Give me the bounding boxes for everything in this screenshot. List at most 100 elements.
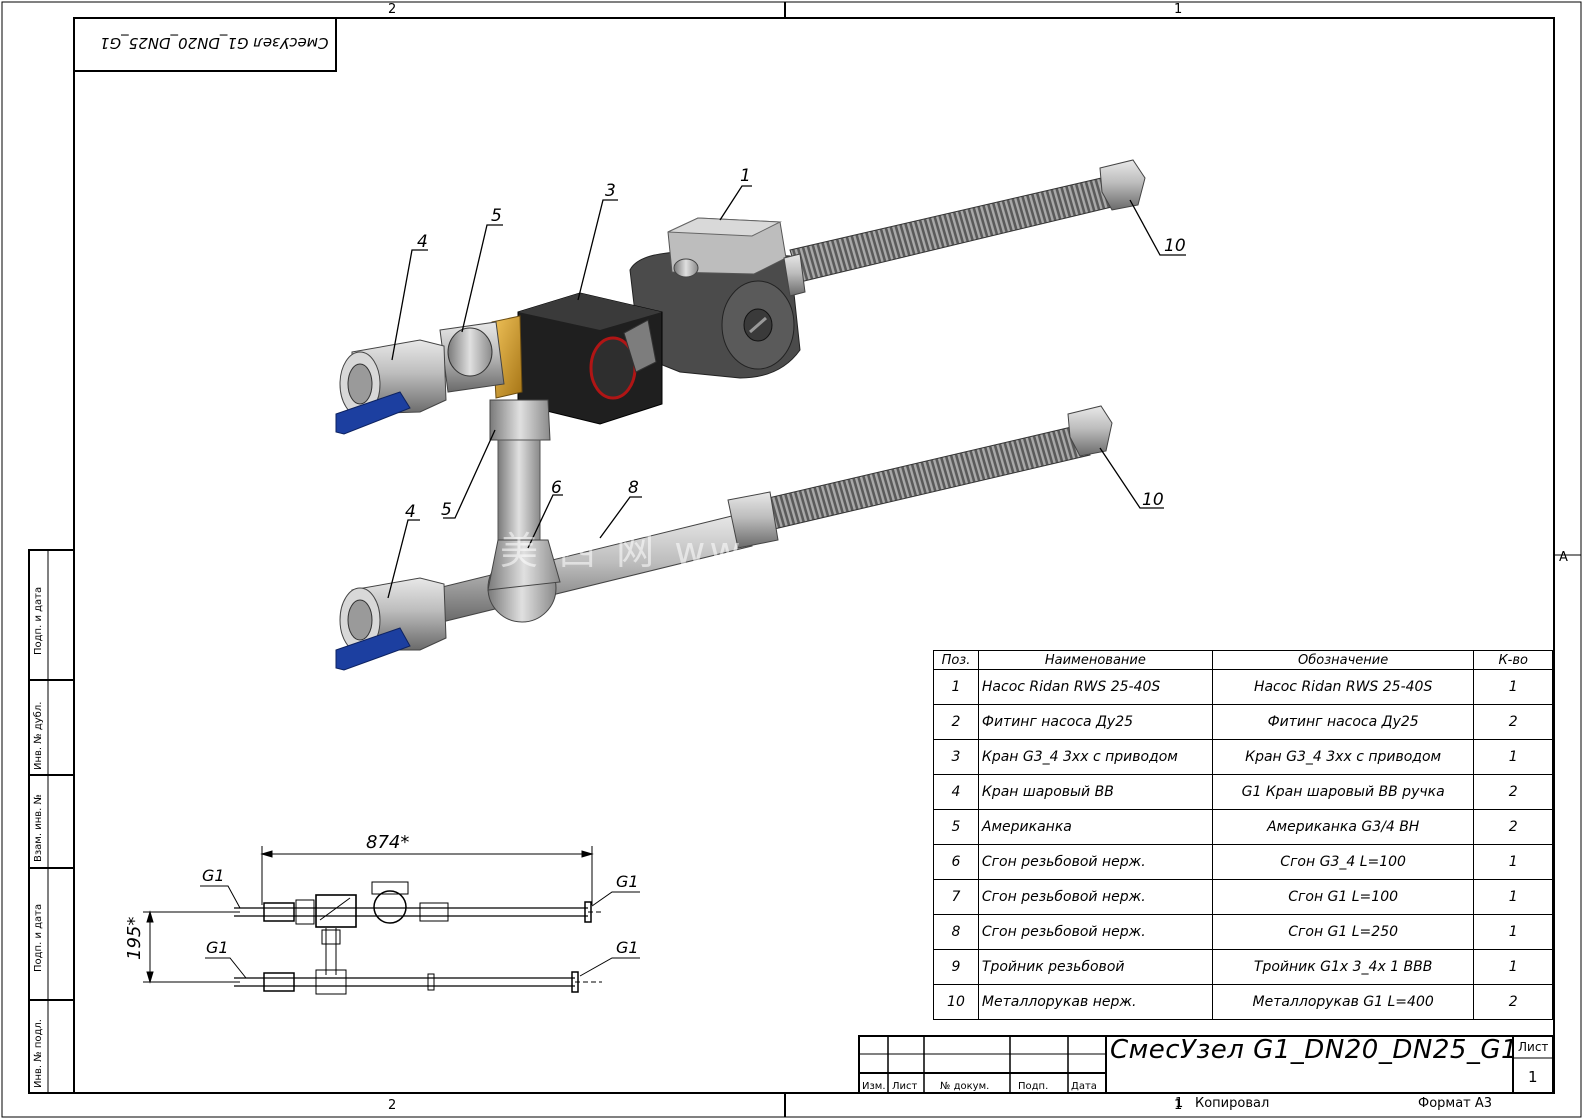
table-row: 6 Сгон резьбовой нерж. Сгон G3_4 L=100 1 xyxy=(933,844,1553,880)
callout-5-upper: 5 xyxy=(491,206,502,226)
vertical-nipple xyxy=(489,399,551,541)
footer-copied-label: Копировал xyxy=(1195,1096,1270,1111)
cell-name: Фитинг насоса Ду25 xyxy=(977,704,1213,740)
callout-4-lower: 4 xyxy=(405,502,416,522)
watermark: 美 西 网 ww xyxy=(500,529,745,573)
cell-designation: Кран G3_4 3хх с приводом xyxy=(1211,739,1475,775)
cell-quantity: 2 xyxy=(1473,809,1553,845)
table-row: 8 Сгон резьбовой нерж. Сгон G1 L=250 1 xyxy=(933,914,1553,950)
cell-position: 4 xyxy=(933,774,979,810)
port-label: G1 xyxy=(202,866,225,885)
lower-ball-valve xyxy=(335,577,447,671)
port-label: G1 xyxy=(616,872,639,891)
dimension-length: 874* xyxy=(366,832,410,853)
title-block: Изм. Лист № докум. Подп. Дата СмесУзел G… xyxy=(858,1035,1554,1094)
column-header-name: Наименование xyxy=(977,650,1213,670)
cell-quantity: 2 xyxy=(1473,704,1553,740)
title-block-col-head: Дата xyxy=(1071,1081,1097,1092)
cell-designation: Металлорукав G1 L=400 xyxy=(1211,984,1475,1020)
zone-label-bottom-2: 2 xyxy=(388,1098,397,1113)
table-row: 3 Кран G3_4 3хх с приводом Кран G3_4 3хх… xyxy=(933,739,1553,775)
cell-name: Сгон резьбовой нерж. xyxy=(977,914,1213,950)
cell-position: 7 xyxy=(933,879,979,915)
title-block-col-head: Подп. xyxy=(1018,1081,1049,1092)
cell-name: Сгон резьбовой нерж. xyxy=(977,879,1213,915)
title-block-col-head: № докум. xyxy=(940,1081,990,1092)
cell-position: 5 xyxy=(933,809,979,845)
pump-body xyxy=(629,217,806,379)
table-row: 2 Фитинг насоса Ду25 Фитинг насоса Ду25 … xyxy=(933,704,1553,740)
callout-3: 3 xyxy=(605,181,616,201)
cell-quantity: 1 xyxy=(1473,914,1553,950)
cell-name: Насос Ridan RWS 25-40S xyxy=(977,669,1213,705)
port-label: G1 xyxy=(616,938,639,957)
cell-designation: Фитинг насоса Ду25 xyxy=(1211,704,1475,740)
cell-designation: Сгон G1 L=250 xyxy=(1211,914,1475,950)
cell-position: 9 xyxy=(933,949,979,985)
callout-8: 8 xyxy=(628,478,639,498)
cell-quantity: 1 xyxy=(1473,669,1553,705)
cell-designation: Насос Ridan RWS 25-40S xyxy=(1211,669,1475,705)
cell-name: Сгон резьбовой нерж. xyxy=(977,844,1213,880)
callout-10-upper: 10 xyxy=(1164,236,1186,256)
title-block-col-head: Лист xyxy=(892,1081,918,1092)
upper-union-fitting xyxy=(439,321,505,393)
cell-position: 8 xyxy=(933,914,979,950)
cell-position: 2 xyxy=(933,704,979,740)
table-row: 4 Кран шаровый ВВ G1 Кран шаровый ВВ руч… xyxy=(933,774,1553,810)
column-header-position: Поз. xyxy=(933,650,979,670)
sheet-number: 1 xyxy=(1528,1068,1538,1086)
column-header-designation: Обозначение xyxy=(1211,650,1475,670)
lower-pipe-run xyxy=(429,491,779,623)
cell-quantity: 1 xyxy=(1473,949,1553,985)
callout-4-upper: 4 xyxy=(417,232,428,252)
callout-leaders xyxy=(387,185,1186,599)
cell-quantity: 1 xyxy=(1473,844,1553,880)
cell-designation: Сгон G3_4 L=100 xyxy=(1211,844,1475,880)
zone-label-top-2: 2 xyxy=(388,2,397,17)
cell-name: Кран G3_4 3хх с приводом xyxy=(977,739,1213,775)
dimension-height: 195* xyxy=(124,916,145,960)
table-row: 9 Тройник резьбовой Тройник G1x 3_4x 1 В… xyxy=(933,949,1553,985)
cell-quantity: 2 xyxy=(1473,774,1553,810)
callout-5-lower: 5 xyxy=(441,500,452,520)
drawing-title: СмесУзел G1_DN20_DN25_G1 xyxy=(1110,1035,1519,1065)
cell-quantity: 1 xyxy=(1473,739,1553,775)
bill-of-materials-table: Поз. Наименование Обозначение К-во 1 Нас… xyxy=(933,650,1553,1020)
cell-position: 1 xyxy=(933,669,979,705)
table-row: 10 Металлорукав нерж. Металлорукав G1 L=… xyxy=(933,984,1553,1020)
table-row: 7 Сгон резьбовой нерж. Сгон G1 L=100 1 xyxy=(933,879,1553,915)
table-header-row: Поз. Наименование Обозначение К-во xyxy=(933,650,1553,670)
cell-quantity: 2 xyxy=(1473,984,1553,1020)
table-row: 5 Американка Американка G3/4 ВН 2 xyxy=(933,809,1553,845)
column-header-quantity: К-во xyxy=(1473,650,1553,670)
cell-name: Кран шаровый ВВ xyxy=(977,774,1213,810)
cell-quantity: 1 xyxy=(1473,879,1553,915)
cell-position: 6 xyxy=(933,844,979,880)
cell-name: Американка xyxy=(977,809,1213,845)
callout-1: 1 xyxy=(740,166,751,186)
sheet-label: Лист xyxy=(1518,1040,1549,1054)
table-row: 1 Насос Ridan RWS 25-40S Насос Ridan RWS… xyxy=(933,669,1553,705)
title-block-grid xyxy=(858,1035,1554,1094)
cell-designation: G1 Кран шаровый ВВ ручка xyxy=(1211,774,1475,810)
cell-designation: Американка G3/4 ВН xyxy=(1211,809,1475,845)
callout-6: 6 xyxy=(551,478,562,498)
cell-position: 3 xyxy=(933,739,979,775)
port-label: G1 xyxy=(206,938,229,957)
footer-format-label: Формат А3 xyxy=(1418,1096,1493,1111)
cell-designation: Сгон G1 L=100 xyxy=(1211,879,1475,915)
callout-10-lower: 10 xyxy=(1142,490,1164,510)
title-block-col-head: Изм. xyxy=(862,1081,886,1092)
cell-name: Тройник резьбовой xyxy=(977,949,1213,985)
footer-page-number: 1 xyxy=(1175,1096,1184,1111)
zone-label-top-1: 1 xyxy=(1174,2,1183,17)
zone-label-bottom-1: 1 xyxy=(1174,1098,1183,1113)
cell-name: Металлорукав нерж. xyxy=(977,984,1213,1020)
cell-designation: Тройник G1x 3_4x 1 ВВВ xyxy=(1211,949,1475,985)
upper-ball-valve xyxy=(335,339,447,435)
zone-label-right-a: A xyxy=(1559,550,1568,565)
